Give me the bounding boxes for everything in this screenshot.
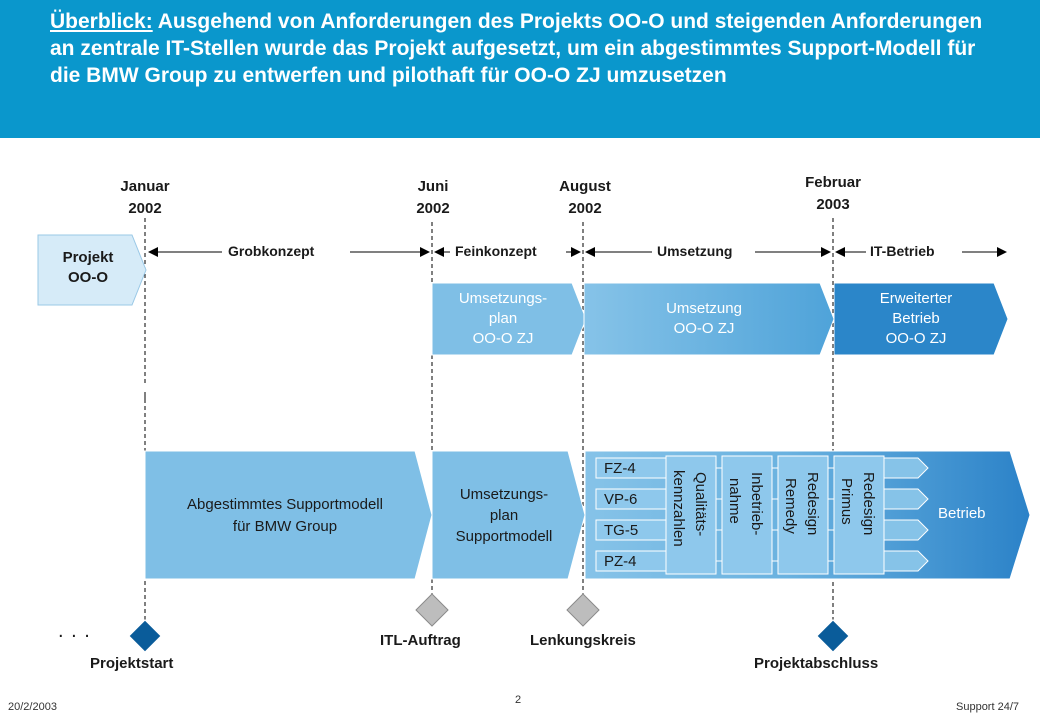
column-primus-line2: Primus	[838, 478, 855, 525]
top-umsetzung-line1: Umsetzung	[666, 300, 742, 317]
milestone-end-diamond-icon	[816, 619, 850, 653]
bottom-plan-label: Umsetzungs- plan Supportmodell	[432, 484, 576, 547]
box-tg-5	[595, 519, 667, 541]
top-umsetzung-line2: OO-O ZJ	[673, 320, 735, 337]
box-tg-5-label: TG-5	[604, 522, 638, 539]
milestone-start-label: Projektstart	[90, 655, 174, 672]
bottom-plan-line2: plan	[489, 507, 519, 524]
ellipsis: . . .	[58, 620, 91, 642]
top-umsetzung-label: Umsetzung OO-O ZJ	[584, 299, 824, 339]
date-month: Juni	[417, 178, 449, 195]
strip-arrow-1	[879, 457, 929, 479]
date-year: 2002	[416, 200, 450, 217]
column-remedy	[777, 455, 829, 575]
top-plan-line1: Umsetzungs-	[458, 290, 548, 307]
column-qualitaet-line1: Qualitäts-	[692, 472, 709, 536]
date-year: 2003	[816, 196, 850, 213]
column-inbetrieb-line1: Inbetrieb-	[748, 472, 765, 535]
strip-arrow-3	[879, 519, 929, 541]
strip-arrow-4	[879, 550, 929, 572]
bottom-model-shape	[144, 450, 433, 580]
project-oo-o-label: Projekt OO-O	[38, 248, 138, 288]
milestone-start-diamond-icon	[128, 619, 162, 653]
top-plan-line2: plan	[488, 310, 518, 327]
date-year: 2002	[128, 200, 162, 217]
strip-arrow-2	[879, 488, 929, 510]
column-inbetriebnahme	[721, 455, 773, 575]
phase-grobkonzept: Grobkonzept	[228, 243, 315, 259]
column-qualitaet	[665, 455, 717, 575]
milestone-lenkung-label: Lenkungskreis	[530, 632, 636, 649]
date-month: Februar	[805, 174, 861, 191]
header-banner: Überblick: Ausgehend von Anforderungen d…	[0, 0, 1040, 138]
box-fz-4	[595, 457, 667, 479]
column-remedy-line2: Remedy	[782, 478, 799, 534]
project-oo-o-shape	[37, 234, 147, 306]
project-line2: OO-O	[68, 269, 108, 286]
box-vp-6-label: VP-6	[604, 491, 637, 508]
column-remedy-line1: Redesign	[804, 472, 821, 535]
bottom-betrieb-label: Betrieb	[938, 505, 986, 522]
column-inbetrieb-line2: nahme	[726, 478, 743, 524]
column-qualitaet-line2: kennzahlen	[670, 470, 687, 547]
bottom-model-label: Abgestimmtes Supportmodell für BMW Group	[145, 494, 425, 538]
header-lead: Überblick:	[50, 10, 153, 33]
date-month: Januar	[120, 178, 170, 195]
top-plan-line3: OO-O ZJ	[472, 330, 534, 347]
top-plan-label: Umsetzungs- plan OO-O ZJ	[432, 289, 574, 349]
top-betrieb-line1: Erweiterter	[879, 290, 953, 307]
milestone-itl-diamond-icon	[415, 593, 449, 627]
milestone-end-label: Projektabschluss	[754, 655, 879, 672]
top-betrieb-line3: OO-O ZJ	[885, 330, 947, 347]
bottom-plan-line3: Supportmodell	[455, 528, 553, 545]
footer-page-number: 2	[515, 694, 522, 706]
box-pz-4	[595, 550, 667, 572]
box-pz-4-label: PZ-4	[604, 553, 637, 570]
milestone-lenkung-diamond-icon	[566, 593, 600, 627]
top-betrieb-label: Erweiterter Betrieb OO-O ZJ	[834, 289, 998, 349]
milestone-itl-label: ITL-Auftrag	[380, 632, 461, 649]
date-januar-2002: Januar 2002	[100, 176, 190, 220]
footer-right: Support 24/7	[956, 701, 1019, 713]
header-title: Überblick: Ausgehend von Anforderungen d…	[50, 8, 1010, 89]
date-juni-2002: Juni 2002	[388, 176, 478, 220]
date-month: August	[559, 178, 611, 195]
date-august-2002: August 2002	[540, 176, 630, 220]
phase-feinkonzept: Feinkonzept	[455, 243, 537, 259]
phase-umsetzung: Umsetzung	[657, 243, 733, 259]
bottom-plan-shape	[431, 450, 586, 580]
header-body: Ausgehend von Anforderungen des Projekts…	[50, 10, 983, 87]
box-vp-6	[595, 488, 667, 510]
top-betrieb-line2: Betrieb	[892, 310, 940, 327]
column-primus	[833, 455, 885, 575]
date-februar-2003: Februar 2003	[788, 172, 878, 216]
top-betrieb-shape	[833, 282, 1009, 356]
top-umsetzung-shape	[583, 282, 835, 356]
footer-date: 20/2/2003	[8, 701, 57, 713]
date-year: 2002	[568, 200, 602, 217]
bottom-model-line1: Abgestimmtes Supportmodell	[187, 496, 383, 513]
top-plan-shape	[431, 282, 587, 356]
bottom-plan-line1: Umsetzungs-	[459, 486, 549, 503]
column-primus-line1: Redesign	[860, 472, 877, 535]
bottom-model-line2: für BMW Group	[232, 518, 338, 535]
box-fz-4-label: FZ-4	[604, 460, 636, 477]
project-line1: Projekt	[62, 249, 114, 266]
phase-it-betrieb: IT-Betrieb	[870, 243, 935, 259]
